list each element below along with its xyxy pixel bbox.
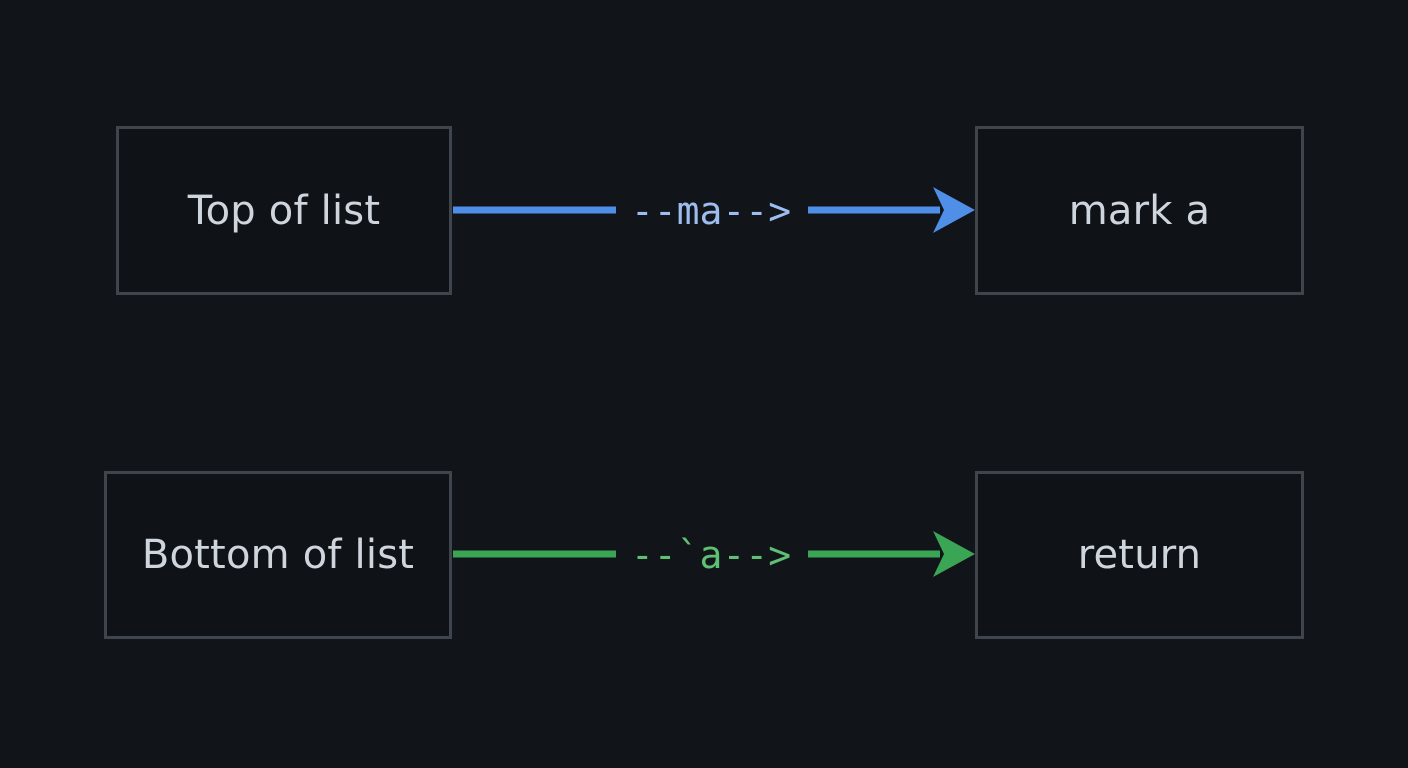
node-return: return bbox=[975, 471, 1304, 639]
edge-bottom-to-return-label: --`a--> bbox=[631, 533, 791, 577]
edge-bottom-to-return: --`a--> bbox=[453, 531, 975, 577]
node-return-label: return bbox=[1077, 532, 1202, 578]
node-top-of-list-label: Top of list bbox=[187, 187, 381, 234]
arrowhead-icon bbox=[933, 187, 975, 233]
arrowhead-icon bbox=[933, 531, 975, 577]
edge-top-to-mark-label: --ma--> bbox=[631, 189, 791, 233]
node-bottom-of-list: Bottom of list bbox=[104, 471, 452, 639]
node-bottom-of-list-label: Bottom of list bbox=[141, 532, 415, 578]
node-mark-a: mark a bbox=[975, 126, 1304, 295]
edge-top-to-mark: --ma--> bbox=[453, 187, 975, 233]
node-top-of-list: Top of list bbox=[116, 126, 452, 295]
node-mark-a-label: mark a bbox=[1068, 187, 1211, 234]
